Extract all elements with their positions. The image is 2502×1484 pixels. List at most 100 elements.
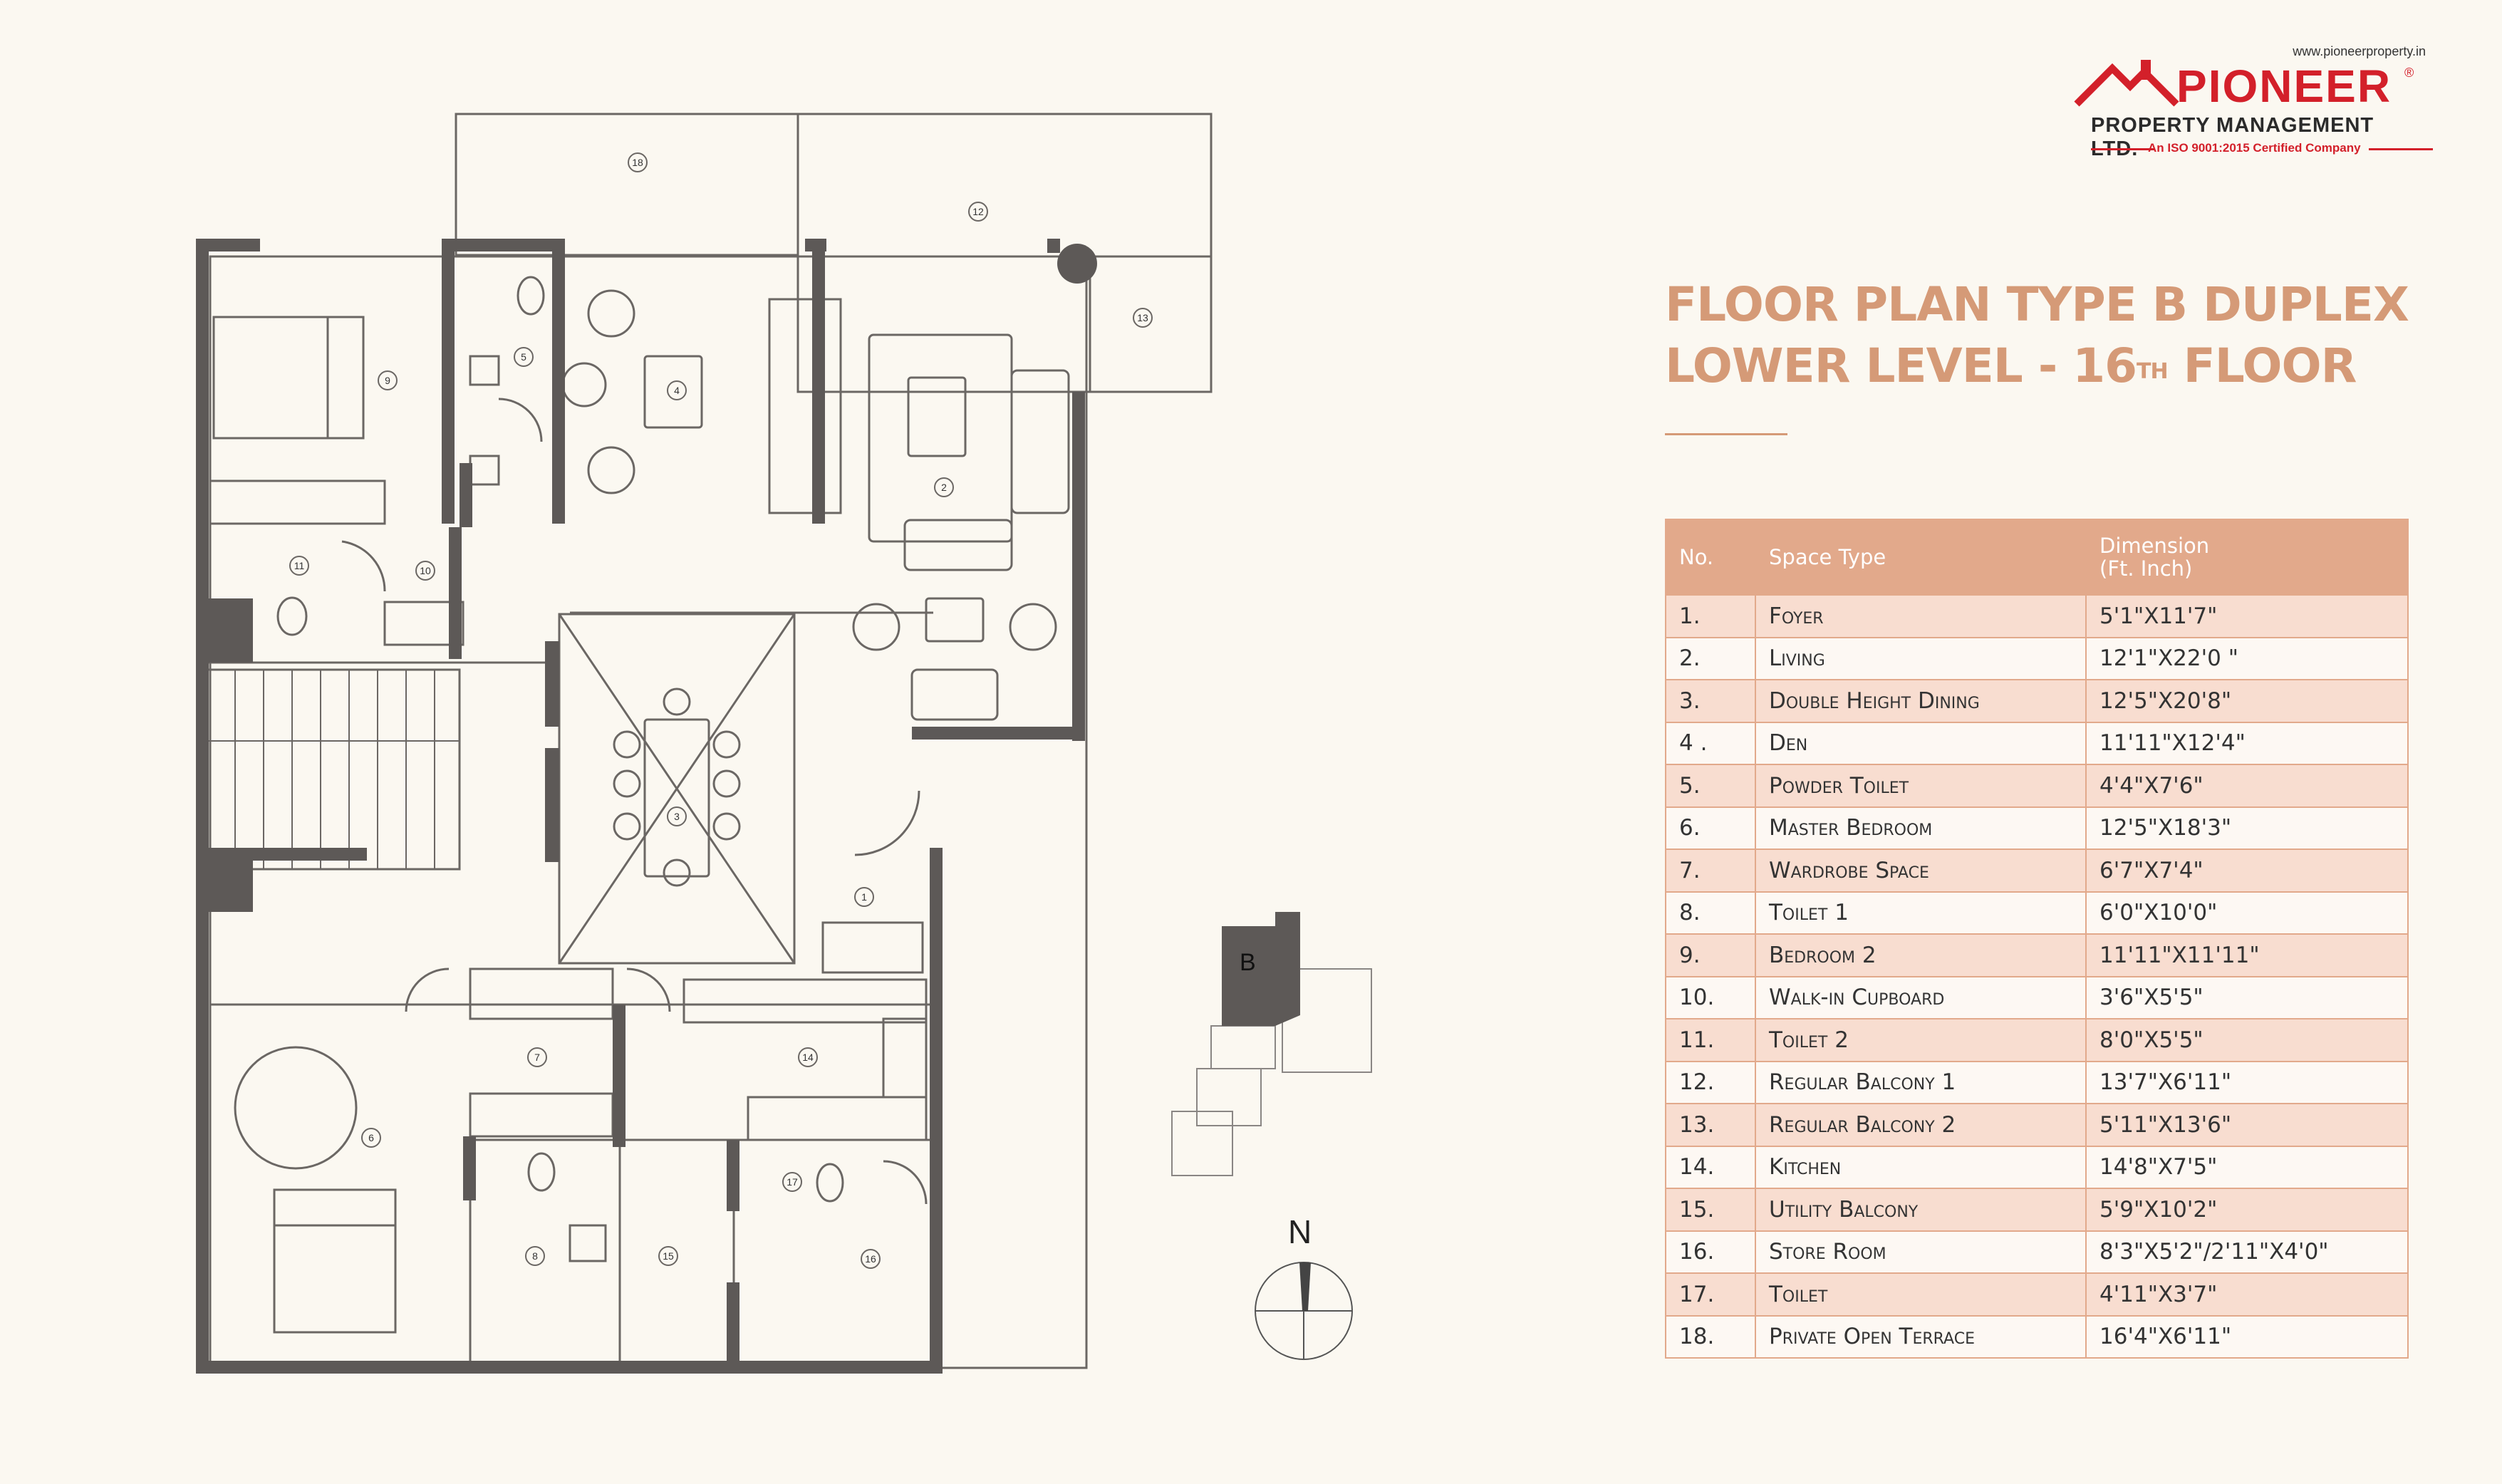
cell-dimension: 5'9"X10'2"	[2085, 1188, 2409, 1232]
room-number: 17	[787, 1176, 798, 1188]
cell-no: 11.	[1665, 1018, 1756, 1062]
cell-dimension: 11'11"X12'4"	[2085, 721, 2409, 765]
website-url: www.pioneerproperty.in	[2293, 44, 2426, 58]
cell-space: Double Height Dining	[1755, 679, 2087, 723]
title-line-2-main: LOWER LEVEL - 16	[1665, 338, 2137, 393]
room-number: 5	[521, 351, 526, 363]
cell-space: Powder Toilet	[1755, 764, 2087, 808]
cell-dimension: 5'1"X11'7"	[2085, 594, 2409, 638]
cell-space: Store Room	[1755, 1230, 2087, 1274]
room-number: 9	[385, 375, 390, 386]
iso-tagline: An ISO 9001:2015 Certified Company	[2148, 141, 2361, 155]
title-line-2-end: FLOOR	[2167, 338, 2357, 393]
cell-no: 8.	[1665, 891, 1756, 935]
room-number: 10	[420, 565, 431, 576]
cell-no: 4 .	[1665, 721, 1756, 765]
room-number: 7	[534, 1052, 540, 1063]
staircase	[202, 668, 461, 871]
cell-space: Toilet 1	[1755, 891, 2087, 935]
cell-space: Kitchen	[1755, 1145, 2087, 1189]
cell-dimension: 4'11"X3'7"	[2085, 1272, 2409, 1317]
room-number: 14	[802, 1052, 814, 1063]
cell-dimension: 5'11"X13'6"	[2085, 1103, 2409, 1147]
cell-no: 10.	[1665, 975, 1756, 1019]
cell-dimension: 6'0"X10'0"	[2085, 891, 2409, 935]
header-dimension-label: Dimension	[2099, 534, 2210, 558]
room-markers	[289, 152, 1153, 1269]
header-dimension: Dimension(Ft. Inch)	[2085, 519, 2409, 596]
cell-space: Toilet	[1755, 1272, 2087, 1317]
cell-dimension: 13'7"X6'11"	[2085, 1060, 2409, 1104]
cell-no: 7.	[1665, 849, 1756, 893]
room-number: 8	[532, 1250, 538, 1262]
cell-no: 12.	[1665, 1060, 1756, 1104]
room-number: 3	[674, 811, 680, 822]
cell-no: 14.	[1665, 1145, 1756, 1189]
room-number: 16	[865, 1253, 876, 1265]
cell-dimension: 12'5"X18'3"	[2085, 806, 2409, 850]
brand-name: PIONEER	[2176, 61, 2392, 112]
north-compass	[1255, 1262, 1353, 1360]
header-no: No.	[1665, 519, 1756, 596]
company-logo: www.pioneerproperty.in PIONEER ® PROPERT…	[2070, 44, 2433, 165]
cell-space: Living	[1755, 636, 2087, 680]
cell-space: Den	[1755, 721, 2087, 765]
cell-no: 2.	[1665, 636, 1756, 680]
cell-no: 3.	[1665, 679, 1756, 723]
cell-space: Master Bedroom	[1755, 806, 2087, 850]
cell-no: 16.	[1665, 1230, 1756, 1274]
title-line-1: FLOOR PLAN TYPE B DUPLEX	[1665, 277, 2409, 332]
cell-dimension: 8'3"X5'2"/2'11"X4'0"	[2085, 1230, 2409, 1274]
cell-dimension: 6'7"X7'4"	[2085, 849, 2409, 893]
table-header: No. Space Type Dimension(Ft. Inch)	[1665, 519, 2409, 596]
cell-dimension: 4'4"X7'6"	[2085, 764, 2409, 808]
terrace-outline	[455, 113, 799, 256]
cell-no: 13.	[1665, 1103, 1756, 1147]
cell-no: 17.	[1665, 1272, 1756, 1317]
cell-no: 18.	[1665, 1314, 1756, 1359]
balcony-outline	[796, 113, 1213, 393]
cell-space: Wardrobe Space	[1755, 849, 2087, 893]
walls	[196, 239, 1097, 1374]
title-underline	[1665, 433, 1787, 435]
space-table: No. Space Type Dimension(Ft. Inch) 1.Foy…	[1665, 519, 2409, 1359]
cell-dimension: 8'0"X5'5"	[2085, 1018, 2409, 1062]
cell-dimension: 16'4"X6'11"	[2085, 1314, 2409, 1359]
cell-space: Bedroom 2	[1755, 933, 2087, 977]
north-label: N	[1288, 1213, 1312, 1250]
cell-space: Foyer	[1755, 594, 2087, 638]
cell-dimension: 12'5"X20'8"	[2085, 679, 2409, 723]
room-number: 2	[941, 482, 947, 493]
room-number: 1	[861, 891, 867, 903]
room-number: 13	[1137, 312, 1148, 323]
cell-space: Toilet 2	[1755, 1018, 2087, 1062]
title-line-2: LOWER LEVEL - 16TH FLOOR	[1665, 336, 2409, 397]
cell-no: 9.	[1665, 933, 1756, 977]
cell-no: 6.	[1665, 806, 1756, 850]
header-dimension-unit: (Ft. Inch)	[2099, 556, 2193, 581]
cell-space: Regular Balcony 2	[1755, 1103, 2087, 1147]
cell-dimension: 14'8"X7'5"	[2085, 1145, 2409, 1189]
cell-space: Private Open Terrace	[1755, 1314, 2087, 1359]
room-number: 11	[294, 560, 305, 571]
plan-title: FLOOR PLAN TYPE B DUPLEX LOWER LEVEL - 1…	[1665, 274, 2409, 397]
title-superscript: TH	[2137, 359, 2169, 384]
key-plan	[1171, 912, 1372, 1176]
room-number: 15	[663, 1250, 674, 1262]
divider	[2369, 148, 2433, 150]
room-number: 18	[632, 157, 643, 168]
